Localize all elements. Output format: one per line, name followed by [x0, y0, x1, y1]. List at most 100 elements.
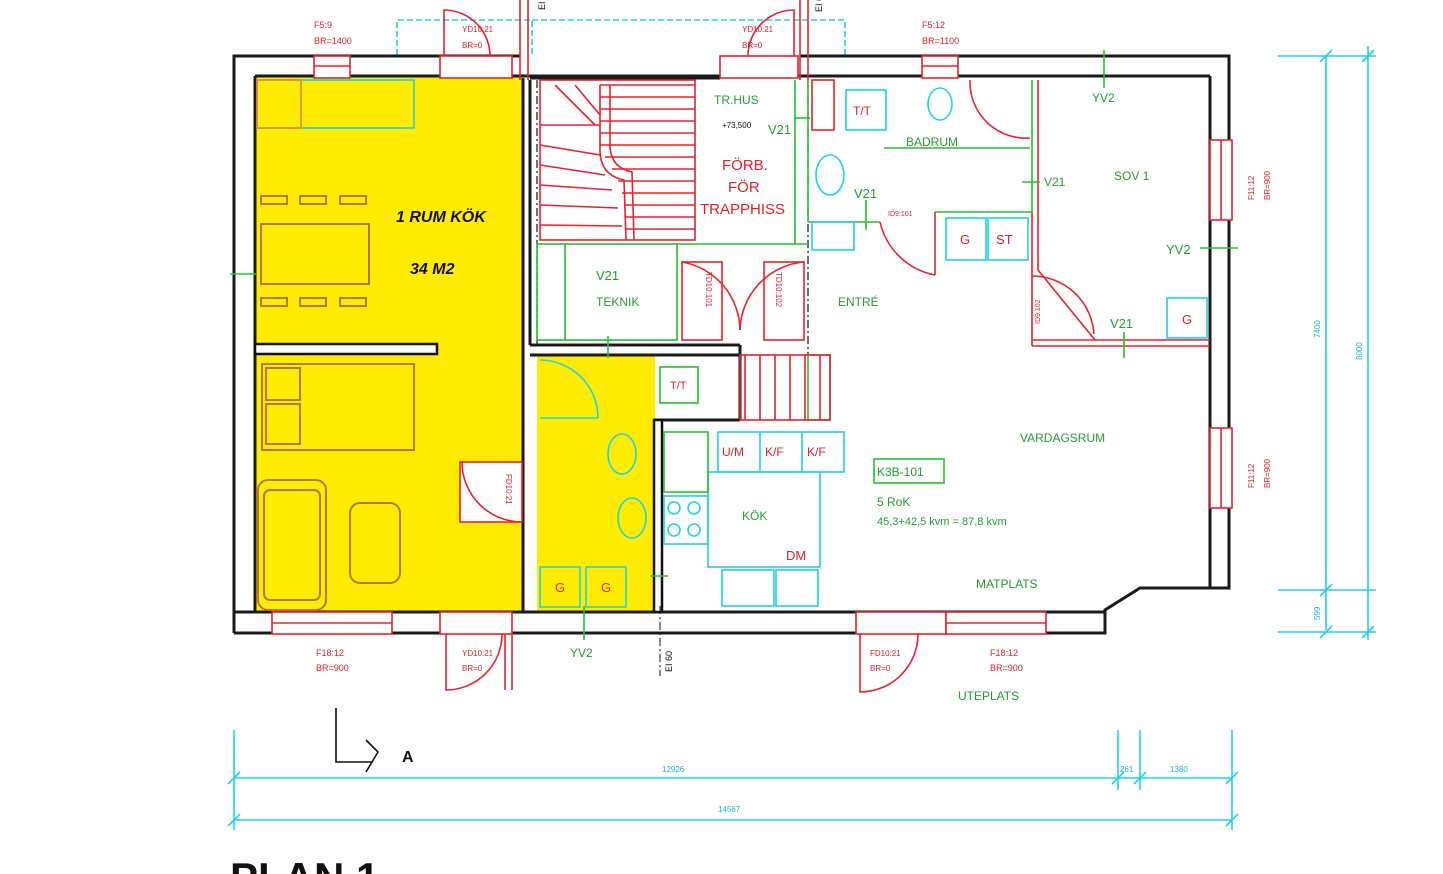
door-yd-bot-left: YD10:21	[462, 649, 494, 658]
win-f11-right-bot-br: BR=900	[1263, 458, 1272, 488]
g-studio-bath-b: G	[601, 580, 611, 595]
dim-12926: 12926	[662, 765, 685, 774]
dim-7400: 7400	[1313, 320, 1322, 338]
room-teknik: TEKNIK	[596, 295, 639, 309]
win-f18-bot-right: F18:12	[990, 648, 1018, 658]
win-f18-bot-right-br: BR=900	[990, 663, 1023, 673]
door-td-teknik: TD10:101	[704, 272, 713, 308]
door-fd-bot-mid: FD10:21	[870, 649, 901, 658]
door-fd-bot-mid-br: BR=0	[870, 664, 891, 673]
g-sov-label: G	[1182, 312, 1192, 327]
win-f5-top-left: F5:9	[314, 20, 332, 30]
interior-doors[interactable]	[459, 79, 1095, 523]
win-f5-top-left-br: BR=1400	[314, 36, 352, 46]
kf2-label: K/F	[807, 445, 826, 459]
section-marker-label: A	[402, 749, 414, 766]
tag-ei60-top-right: EI 60	[814, 0, 824, 12]
interior-walls	[253, 80, 809, 614]
door-fd-studio: FD10:21	[504, 474, 513, 505]
dim-1380: 1380	[1170, 765, 1188, 774]
door-id-sov: ID9:102	[1035, 299, 1042, 324]
tag-v21-sov: V21	[1044, 175, 1066, 189]
dim-261: 261	[1120, 765, 1134, 774]
door-yd-top-left-br: BR=0	[462, 41, 483, 50]
dimension-lines	[227, 46, 1376, 830]
um-label: U/M	[722, 445, 744, 459]
room-uteplats: UTEPLATS	[958, 689, 1019, 703]
wall-tags: V21 V21 V21 V21 V21 YV2 YV2 YV2 EI 60 EI…	[537, 0, 1191, 672]
studio-labels: 1 RUM KÖK 34 M2	[396, 207, 487, 278]
staircase[interactable]	[539, 79, 831, 421]
level-note: +73,500	[722, 121, 752, 130]
window-labels: F5:9 BR=1400 YD10:21 BR=0 YD10:21 BR=0 F…	[314, 20, 1272, 673]
tt-small-label: T/T	[670, 380, 687, 392]
fixture-labels: T/T T/T G ST G G G U/M K/F K/F	[555, 104, 1192, 595]
tag-v21-living: V21	[1110, 316, 1133, 331]
win-f11-right-bot: F11:12	[1247, 463, 1256, 488]
dim-599: 599	[1313, 606, 1322, 620]
coffee-table	[349, 502, 401, 584]
room-entre: ENTRÉ	[838, 294, 879, 309]
tag-v21-stair: V21	[768, 122, 791, 137]
studio-bath-floor[interactable]	[537, 355, 655, 612]
room-labels: TR.HUS +73,500 FÖRB. FÖR TRAPPHISS BADRU…	[596, 93, 1150, 703]
door-labels: FD10:21 TD10:101 TD10:102 ID9:101 ID9:10…	[504, 211, 1042, 505]
room-sov1: SOV 1	[1114, 169, 1150, 183]
door-td-entre: TD10:102	[774, 272, 783, 308]
room-badrum: BADRUM	[906, 135, 958, 149]
door-yd-top-mid-br: BR=0	[742, 41, 763, 50]
win-f18-bot-left: F18:12	[316, 648, 344, 658]
dining-table	[260, 223, 370, 285]
door-yd-bot-left-br: BR=0	[462, 664, 483, 673]
win-f11-right-top: F11:12	[1247, 175, 1256, 200]
st-label: ST	[996, 232, 1013, 247]
tag-yv2-right: YV2	[1166, 242, 1191, 257]
apartment-type: 5 RoK	[877, 495, 910, 509]
win-f11-right-top-br: BR=900	[1263, 170, 1272, 200]
door-yd-top-left: YD10:21	[462, 25, 494, 34]
wall-tag-ticks	[230, 50, 1238, 676]
dim-8000: 8000	[1355, 342, 1364, 360]
stair-steps	[539, 84, 695, 241]
bed	[261, 363, 415, 451]
stair-note-3: TRAPPHISS	[700, 201, 785, 218]
door-yd-top-mid: YD10:21	[742, 25, 774, 34]
tt-bath-label: T/T	[853, 104, 872, 118]
apartment-area: 45,3+42,5 kvm = 87,8 kvm	[877, 516, 1007, 528]
win-f5-top-right-br: BR=1100	[922, 36, 959, 46]
win-f5-top-right: F5:12	[922, 20, 945, 30]
porch-outline	[396, 19, 846, 55]
apartment-id: K3B-101	[877, 465, 924, 479]
dishwasher-label: DM	[786, 548, 806, 563]
tag-v21-bath: V21	[854, 186, 877, 201]
right-windows[interactable]	[1209, 139, 1233, 509]
dimension-labels: 12926 261 1380 14567 7400 8000 599	[662, 320, 1364, 814]
room-matplats: MATPLATS	[976, 577, 1038, 591]
section-marker	[335, 708, 380, 773]
tag-v21-teknik: V21	[596, 268, 619, 283]
bottom-openings[interactable]	[271, 611, 1047, 693]
room-trhus: TR.HUS	[714, 93, 759, 107]
tag-yv2-bottom: YV2	[570, 646, 593, 660]
plan-title: PLAN 1	[230, 854, 379, 874]
studio-title: 1 RUM KÖK	[396, 207, 487, 226]
stair-note-1: FÖRB.	[722, 156, 768, 174]
door-id-bath: ID9:101	[888, 211, 913, 218]
dim-14567: 14567	[718, 805, 741, 814]
sofa	[257, 479, 327, 611]
studio-area: 34 M2	[410, 261, 455, 278]
stair-note-2: FÖR	[728, 178, 760, 196]
kf1-label: K/F	[765, 445, 784, 459]
kitchen	[663, 431, 945, 607]
g-bath-label: G	[960, 232, 970, 247]
tag-yv2-top: YV2	[1092, 91, 1115, 105]
bathroom-fixtures	[539, 79, 1208, 608]
tag-ei60-top-left: EI 60	[537, 0, 547, 10]
room-vardagsrum: VARDAGSRUM	[1020, 431, 1105, 445]
room-kok: KÖK	[742, 509, 767, 523]
tag-ei60-bottom: EI 60	[664, 651, 674, 672]
g-studio-bath-a: G	[555, 580, 565, 595]
top-openings[interactable]	[313, 0, 959, 80]
win-f18-bot-left-br: BR=900	[316, 663, 349, 673]
